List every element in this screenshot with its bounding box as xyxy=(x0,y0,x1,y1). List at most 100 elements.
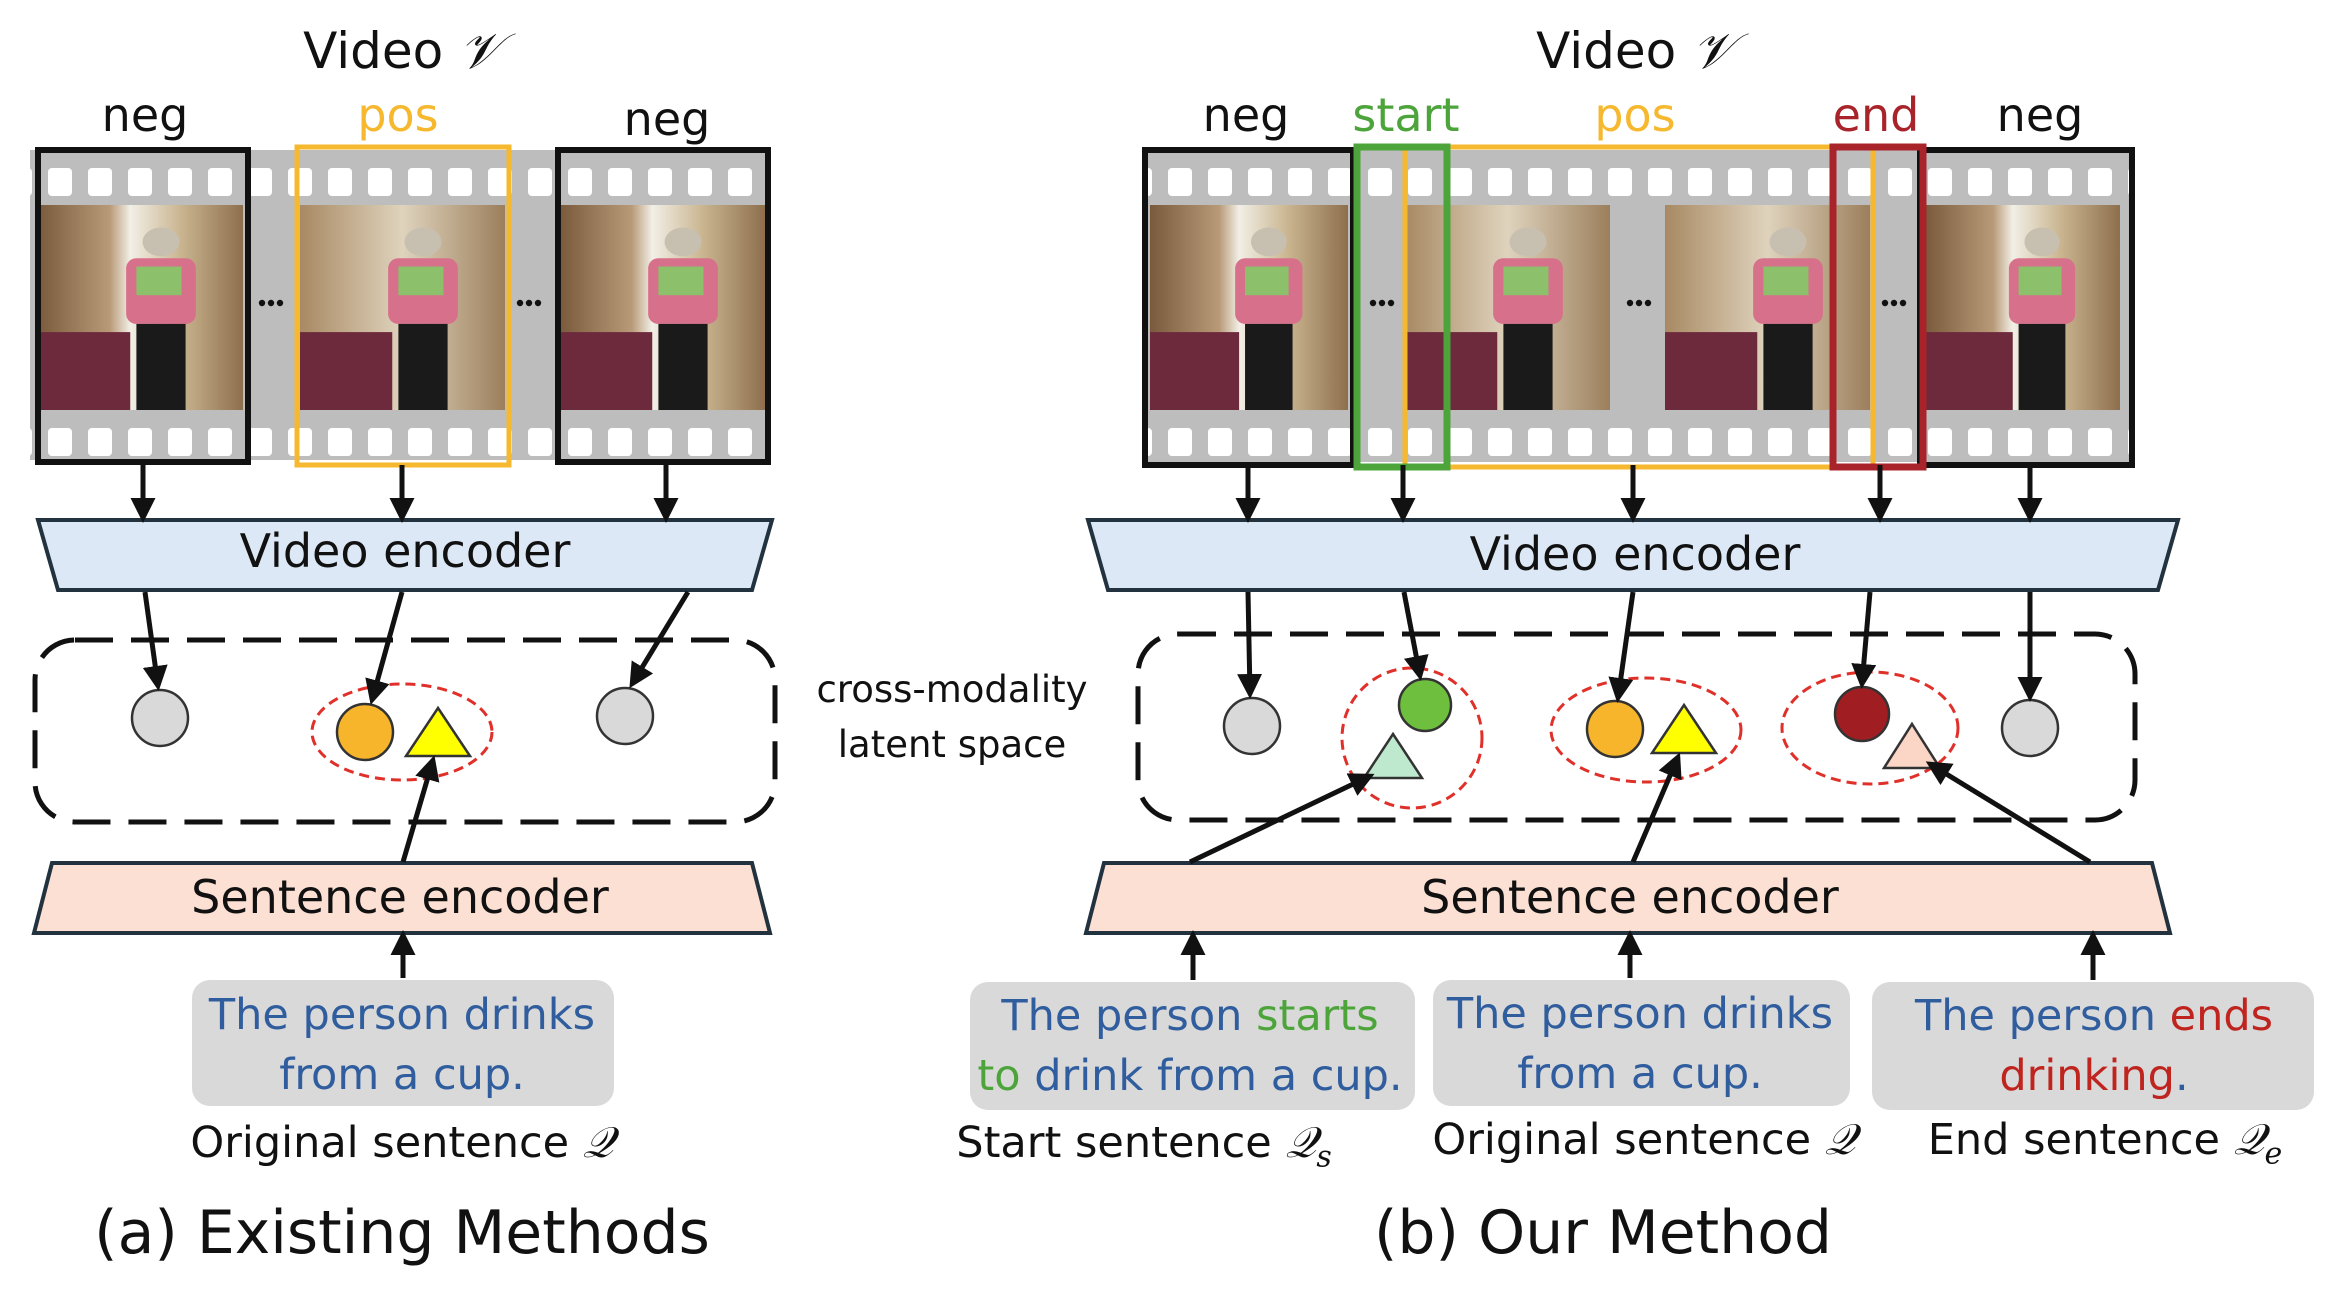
left-ellipsis-2-dot-1 xyxy=(525,299,533,307)
right-ellipsis-3-dot-0 xyxy=(1881,299,1889,307)
left-video-encoder xyxy=(35,518,775,592)
right-ellipsis-1-dot-1 xyxy=(1378,299,1386,307)
orig-sentence-text: The person drinks from a cup. xyxy=(1447,984,1833,1104)
right-ellipsis-3-dot-2 xyxy=(1899,299,1907,307)
latent-line1: cross-modality xyxy=(816,668,1088,711)
left-sentence-text: The person drinks from a cup. xyxy=(209,985,595,1105)
right-frame-neg-2-shirt-print xyxy=(2018,266,2062,296)
start-sentence-text: The person starts to drink from a cup. xyxy=(977,986,1402,1106)
left-film-strip-bottom-sprockets xyxy=(30,408,765,460)
right-sentence-encoder xyxy=(1083,861,2173,935)
left-tag-neg-1: neg xyxy=(101,88,189,142)
start-sentence-part-a: The person xyxy=(1001,991,1257,1041)
right-ellipsis-2-dot-0 xyxy=(1626,299,1634,307)
start-sentence-part-d: drink from a cup. xyxy=(1020,1051,1403,1101)
right-emb-pos xyxy=(1585,699,1645,759)
left-frame-neg-1-legs xyxy=(136,323,186,410)
right-frame-neg-1-head xyxy=(1250,227,1287,257)
right-frame-neg-1 xyxy=(1150,205,1348,410)
right-tag-pos: pos xyxy=(1594,88,1676,142)
left-caption: (a) Existing Methods xyxy=(94,1198,710,1268)
end-sentence-subscript: e xyxy=(2264,1136,2283,1172)
right-tag-end: end xyxy=(1832,88,1920,142)
right-frame-neg-1-shirt-print xyxy=(1245,266,1289,296)
left-latent-space xyxy=(32,637,778,825)
right-sentence-encoder-label: Sentence encoder xyxy=(1421,870,1839,924)
left-frame-neg-2-head xyxy=(664,227,702,257)
left-ellipsis-1-dot-1 xyxy=(267,299,275,307)
left-frame-neg-1-bed xyxy=(38,332,131,410)
right-arrow-end-query xyxy=(1925,761,2092,865)
left-video-title-text: Video xyxy=(303,22,444,80)
right-pos-ellipse xyxy=(1549,676,1743,784)
end-sentence-part-b: ends xyxy=(2169,991,2274,1041)
orig-sentence-name-text: Original sentence xyxy=(1432,1115,1812,1165)
end-sentence-name: End sentence 𝒬e xyxy=(1928,1115,2282,1172)
left-match-ellipse xyxy=(310,682,494,782)
end-sentence-text: The person ends drinking. xyxy=(1915,986,2273,1106)
orig-sentence-symbol: 𝒬 xyxy=(1824,1115,1856,1165)
left-emb-query xyxy=(403,705,473,758)
left-sentence-line2: from a cup. xyxy=(279,1050,525,1100)
right-film-strip-bottom-sprockets xyxy=(1145,410,2130,462)
start-sentence-part-b: starts xyxy=(1256,991,1379,1041)
left-emb-pos xyxy=(335,702,395,762)
left-sentence-name: Original sentence 𝒬 xyxy=(190,1118,613,1168)
right-frame-pos-1-shirt-print xyxy=(1503,266,1549,296)
left-frame-neg-2 xyxy=(560,205,765,410)
right-latent-space xyxy=(1135,631,2138,823)
left-frame-pos-legs xyxy=(398,323,448,410)
right-frame-pos-1-head xyxy=(1509,227,1547,257)
right-video-encoder xyxy=(1085,518,2181,592)
right-arrow-start-query xyxy=(1188,773,1375,865)
left-video-symbol: 𝒱 xyxy=(459,22,501,80)
left-arrow-emb-3 xyxy=(629,590,691,689)
right-emb-start-query xyxy=(1361,731,1425,780)
left-arrow-emb-1 xyxy=(142,591,168,691)
orig-sentence-box xyxy=(1433,980,1850,1106)
orig-sentence-line2: from a cup. xyxy=(1517,1049,1763,1099)
left-frame-neg-1-head xyxy=(142,227,180,257)
left-sentence-name-text: Original sentence xyxy=(190,1118,570,1168)
right-frame-neg-2-bed xyxy=(1925,332,2013,410)
left-box-neg-2 xyxy=(555,147,771,465)
right-emb-end xyxy=(1833,685,1891,743)
left-video-title: Video 𝒱 xyxy=(303,22,501,81)
right-frame-neg-1-bed xyxy=(1150,332,1240,410)
right-frame-pos-1-bed xyxy=(1405,332,1498,410)
right-video-title: Video 𝒱 xyxy=(1536,22,1734,81)
end-sentence-line1: The person ends xyxy=(1915,986,2273,1046)
end-sentence-symbol: 𝒬 xyxy=(2233,1115,2265,1165)
right-emb-neg-2 xyxy=(2000,698,2060,758)
left-frame-neg-1 xyxy=(38,205,243,410)
right-frame-pos-2-shirt-print xyxy=(1763,266,1809,296)
start-sentence-line2: to drink from a cup. xyxy=(977,1046,1402,1106)
left-video-encoder-label: Video encoder xyxy=(239,524,571,578)
end-sentence-box xyxy=(1872,982,2314,1110)
right-frame-pos-1 xyxy=(1405,205,1610,410)
left-ellipsis-2-dot-2 xyxy=(534,299,542,307)
right-ellipsis-2-dot-1 xyxy=(1635,299,1643,307)
left-sentence-symbol: 𝒬 xyxy=(582,1118,614,1168)
right-frame-pos-1-legs xyxy=(1503,323,1553,410)
start-sentence-name: Start sentence 𝒬s xyxy=(956,1118,1331,1175)
end-sentence-part-a: The person xyxy=(1914,991,2170,1041)
orig-sentence-line1: The person drinks xyxy=(1446,989,1834,1039)
end-sentence-part-c: drinking xyxy=(1999,1051,2175,1101)
start-sentence-box xyxy=(970,982,1415,1110)
left-frame-pos xyxy=(300,205,505,410)
left-sentence-box xyxy=(192,980,614,1106)
left-ellipsis-1-dot-2 xyxy=(276,299,284,307)
left-sentence-line1: The person drinks xyxy=(208,990,596,1040)
left-emb-neg-1 xyxy=(130,688,190,748)
right-tag-neg-1: neg xyxy=(1202,88,1290,142)
right-frame-neg-2 xyxy=(1925,205,2120,410)
right-frame-pos-2-legs xyxy=(1763,323,1813,410)
latent-space-label: cross-modality latent space xyxy=(816,662,1087,772)
right-box-pos xyxy=(1402,144,1876,470)
end-sentence-name-text: End sentence xyxy=(1927,1115,2220,1165)
right-tag-start: start xyxy=(1352,88,1460,142)
right-emb-end-query xyxy=(1881,721,1943,770)
right-tag-neg-2: neg xyxy=(1996,88,2084,142)
